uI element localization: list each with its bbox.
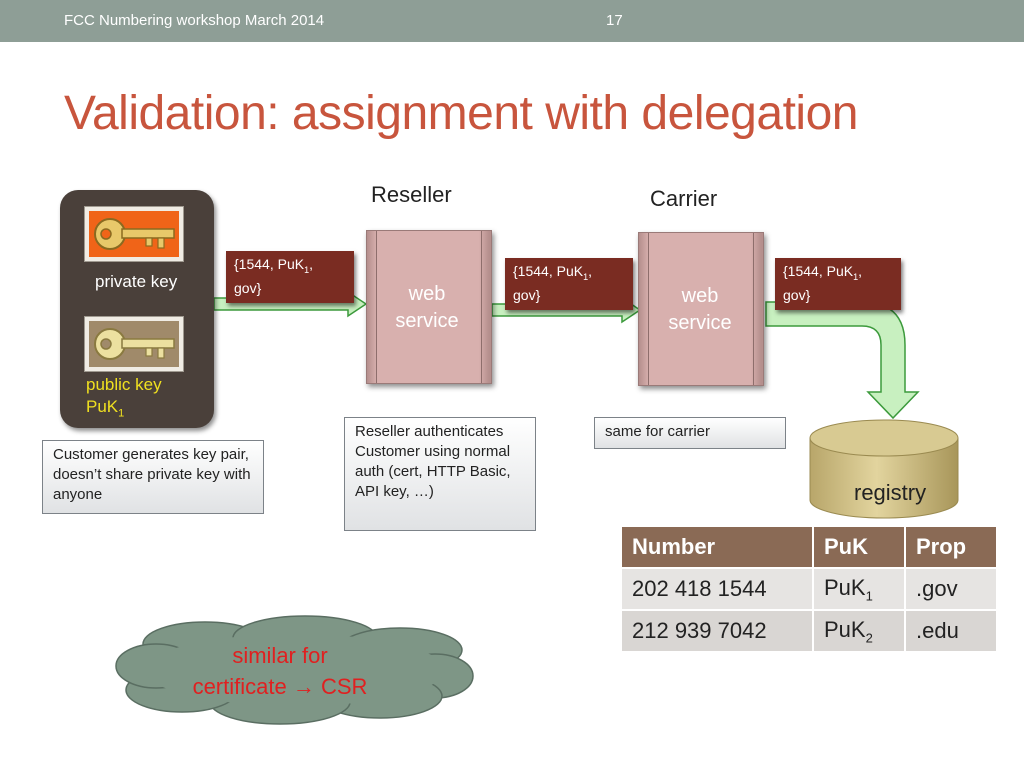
public-key-icon <box>84 316 184 372</box>
arrow-carrier-to-registry <box>765 301 920 420</box>
table-row: 202 418 1544 PuK1 .gov <box>622 567 998 610</box>
reseller-label: Reseller <box>371 182 452 207</box>
registry-table: Number PuK Prop 202 418 1544 PuK1 .gov 2… <box>622 527 998 651</box>
message-box-customer: {1544, PuK1, gov} <box>226 251 354 303</box>
carrier-web-service <box>638 232 764 386</box>
carrier-label: Carrier <box>650 186 718 211</box>
header-bar <box>0 0 1024 42</box>
message-box-reseller: {1544, PuK1, gov} <box>505 258 633 310</box>
cell-puk: PuK1 <box>813 567 906 610</box>
cell-puk: PuK2 <box>813 609 906 651</box>
cell-number: 212 939 7042 <box>622 609 814 651</box>
public-key-label: public key PuK1 <box>86 374 162 424</box>
public-key-text: public key <box>86 375 162 394</box>
reseller-web-service <box>366 230 492 384</box>
header-prop: Prop <box>905 527 998 568</box>
cloud-shape <box>115 615 474 725</box>
cell-number: 202 418 1544 <box>622 567 814 610</box>
public-key-id: PuK1 <box>86 397 125 420</box>
table-row: 212 939 7042 PuK2 .edu <box>622 609 998 651</box>
slide-title: Validation: assignment with delegation <box>64 87 858 140</box>
reseller-note: Reseller authenticates Customer using no… <box>344 417 536 531</box>
customer-note: Customer generates key pair, doesn’t sha… <box>42 440 264 514</box>
page-number: 17 <box>606 12 623 29</box>
header-puk: PuK <box>813 527 906 568</box>
private-key-icon <box>84 206 184 262</box>
cloud-line2: certificate → CSR <box>192 674 368 699</box>
registry-label: registry <box>854 480 927 505</box>
header-number: Number <box>622 527 814 568</box>
workshop-label: FCC Numbering workshop March 2014 <box>64 12 325 29</box>
cell-prop: .gov <box>905 567 998 610</box>
message-box-carrier: {1544, PuK1, gov} <box>775 258 901 310</box>
table-header-row: Number PuK Prop <box>622 527 998 568</box>
cloud-text: similar for certificate → CSR <box>160 640 400 702</box>
registry-database-icon <box>809 419 959 519</box>
arrow-right-icon: → <box>292 674 315 699</box>
private-key-label: private key <box>95 272 178 291</box>
carrier-note: same for carrier <box>594 417 786 449</box>
cloud-line1: similar for <box>232 643 328 668</box>
cell-prop: .edu <box>905 609 998 651</box>
